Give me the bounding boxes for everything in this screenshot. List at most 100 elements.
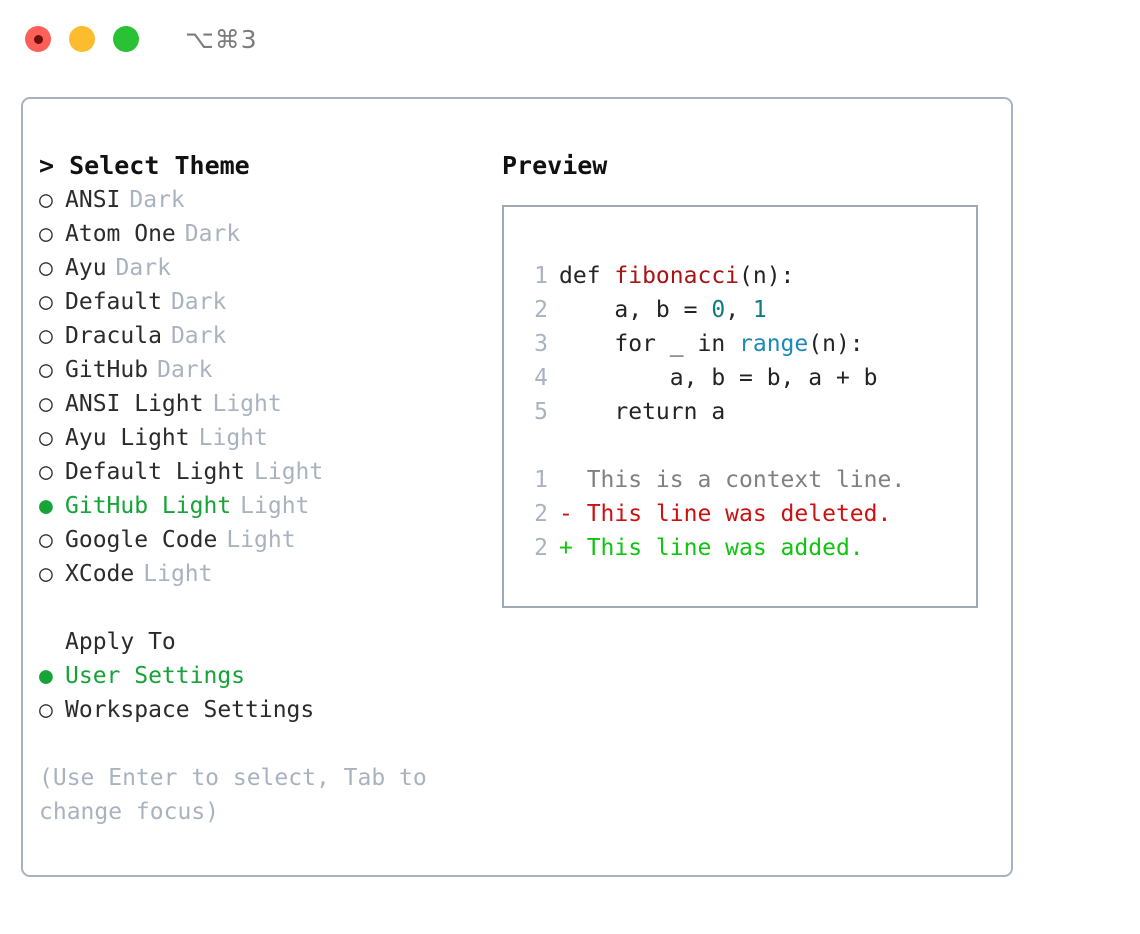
code-line-content: a, b = b, a + b xyxy=(559,361,878,395)
code-line-content: return a xyxy=(559,395,725,429)
theme-option-label: Default Light xyxy=(65,459,246,485)
maximize-button[interactable] xyxy=(113,26,139,52)
theme-option-xcode[interactable]: ○ XCode Light xyxy=(39,557,469,591)
apply-to-option-label: User Settings xyxy=(65,663,246,689)
apply-to-section: Apply To ● User Settings ○ Workspace Settin… xyxy=(39,625,469,727)
window-title: ⌥⌘3 xyxy=(185,24,258,54)
radio-unselected-icon: ○ xyxy=(39,561,53,587)
code-token: (n): xyxy=(808,331,864,357)
radio-unselected-icon: ○ xyxy=(39,391,53,417)
line-number: 2 xyxy=(534,501,548,527)
apply-to-option-label: Workspace Settings xyxy=(65,697,315,723)
preview-title: Preview xyxy=(502,151,608,180)
code-token: (n): xyxy=(739,263,795,289)
diff-line-text: - This line was deleted. xyxy=(559,501,892,527)
diff-line-add: 2+ This line was added. xyxy=(524,531,976,565)
radio-unselected-icon: ○ xyxy=(39,459,53,485)
theme-option-label: Ayu Light xyxy=(65,425,190,451)
title-bar: ⌥⌘3 xyxy=(0,0,1140,78)
code-token: , xyxy=(725,297,753,323)
radio-selected-icon: ● xyxy=(39,663,53,689)
theme-variant-badge: Light xyxy=(254,459,324,485)
select-theme-header: > Select Theme xyxy=(39,151,250,180)
code-line: 5 return a xyxy=(524,395,976,429)
radio-unselected-icon: ○ xyxy=(39,697,53,723)
apply-to-option-user-settings[interactable]: ● User Settings xyxy=(39,659,469,693)
theme-variant-badge: Dark xyxy=(129,187,185,213)
code-line-content: def fibonacci(n): xyxy=(559,259,794,293)
theme-option-label: ANSI xyxy=(65,187,121,213)
spacer xyxy=(524,429,976,463)
theme-option-ansi-light[interactable]: ○ ANSI Light Light xyxy=(39,387,469,421)
code-token: a, b = b, a + b xyxy=(559,365,878,391)
theme-option-default-light[interactable]: ○ Default Light Light xyxy=(39,455,469,489)
line-number: 1 xyxy=(534,467,548,493)
code-token: 1 xyxy=(752,297,767,323)
theme-variant-badge: Light xyxy=(143,561,213,587)
theme-variant-badge: Dark xyxy=(184,221,241,247)
close-button[interactable] xyxy=(25,26,51,52)
theme-option-label: ANSI Light xyxy=(65,391,204,417)
theme-variant-badge: Dark xyxy=(170,289,227,315)
minimize-button[interactable] xyxy=(69,26,95,52)
theme-option-label: XCode xyxy=(65,561,135,587)
theme-option-label: Default xyxy=(65,289,162,315)
line-number: 5 xyxy=(534,399,548,425)
radio-unselected-icon: ○ xyxy=(39,289,53,315)
diff-line-text: This is a context line. xyxy=(559,467,906,493)
code-token: fibonacci xyxy=(614,263,740,289)
theme-variant-badge: Dark xyxy=(170,323,227,349)
radio-unselected-icon: ○ xyxy=(39,323,53,349)
line-number: 1 xyxy=(534,263,548,289)
theme-option-label: Atom One xyxy=(65,221,176,247)
theme-variant-badge: Light xyxy=(240,493,310,519)
recording-dot-icon xyxy=(33,34,43,44)
apply-to-option-workspace-settings[interactable]: ○ Workspace Settings xyxy=(39,693,469,727)
code-token: a, b = xyxy=(559,297,712,323)
code-token: def xyxy=(559,263,615,289)
code-line-content: for _ in range(n): xyxy=(559,327,864,361)
radio-unselected-icon: ○ xyxy=(39,425,53,451)
theme-option-label: GitHub xyxy=(65,357,149,383)
theme-variant-badge: Light xyxy=(212,391,282,417)
apply-to-list: ● User Settings ○ Workspace Settings xyxy=(39,659,469,727)
line-number: 3 xyxy=(534,331,548,357)
diff-line-ctx: 1 This is a context line. xyxy=(524,463,976,497)
radio-unselected-icon: ○ xyxy=(39,187,53,213)
code-line-content: a, b = 0, 1 xyxy=(559,293,767,327)
radio-selected-icon: ● xyxy=(39,493,53,519)
diff-line-text: + This line was added. xyxy=(559,535,864,561)
theme-option-default[interactable]: ○ Default Dark xyxy=(39,285,469,319)
theme-variant-badge: Light xyxy=(226,527,296,553)
diff-sample: 1 This is a context line. 2 - This line wa… xyxy=(524,463,976,565)
code-token: 0 xyxy=(711,297,726,323)
code-token: return a xyxy=(559,399,726,425)
code-line: 2 a, b = 0, 1 xyxy=(524,293,976,327)
diff-line-del: 2 - This line was deleted. xyxy=(524,497,976,531)
apply-to-title: Apply To xyxy=(65,629,176,655)
theme-variant-badge: Dark xyxy=(115,255,171,281)
theme-option-ansi[interactable]: ○ ANSI Dark xyxy=(39,183,469,217)
code-line: 4 a, b = b, a + b xyxy=(524,361,976,395)
keyboard-hint: (Use Enter to select, Tab to change focu… xyxy=(39,765,427,825)
line-number: 2 xyxy=(534,297,548,323)
radio-unselected-icon: ○ xyxy=(39,357,53,383)
theme-option-label: Google Code xyxy=(65,527,218,553)
window-controls xyxy=(25,26,139,52)
code-token: range xyxy=(739,331,809,357)
code-line: 3 for _ in range(n): xyxy=(524,327,976,361)
